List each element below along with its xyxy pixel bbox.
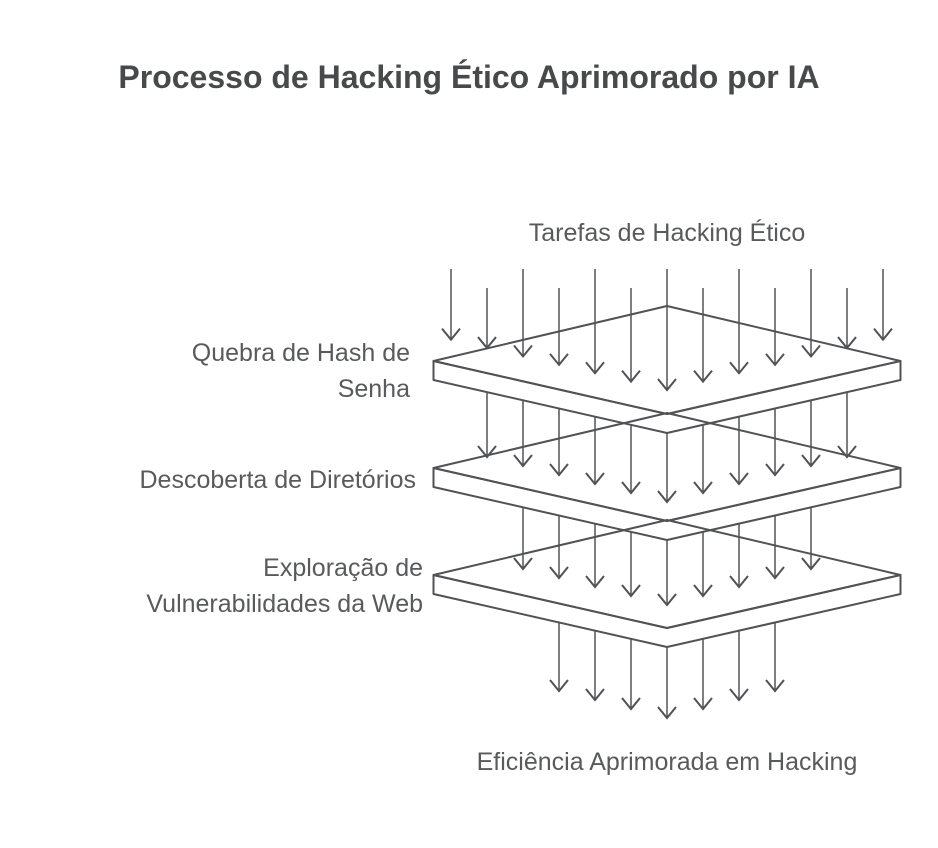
down-arrow-icon: [513, 400, 533, 468]
down-arrow-icon: [549, 515, 569, 580]
layer-3-label: Exploração de Vulnerabilidades da Web: [146, 550, 423, 622]
down-arrow-icon: [621, 424, 641, 495]
down-arrow-icon: [765, 408, 785, 477]
down-arrow-icon: [441, 269, 461, 342]
output-label: Eficiência Aprimorada em Hacking: [476, 748, 858, 776]
down-arrow-icon: [513, 269, 533, 359]
down-arrow-icon: [585, 630, 605, 702]
arrow-set-after-layer-2: [513, 507, 821, 607]
layer-3-label-line-2: Vulnerabilidades da Web: [146, 590, 423, 618]
down-arrow-icon: [765, 622, 785, 693]
down-arrow-icon: [729, 269, 749, 375]
down-arrow-icon: [657, 540, 677, 607]
down-arrow-icon: [657, 647, 677, 720]
down-arrow-icon: [621, 531, 641, 598]
down-arrow-icon: [549, 622, 569, 693]
down-arrow-icon: [801, 400, 821, 468]
down-arrow-icon: [837, 392, 857, 459]
down-arrow-icon: [585, 269, 605, 375]
down-arrow-icon: [765, 288, 785, 367]
down-arrow-icon: [549, 288, 569, 367]
down-arrow-icon: [621, 638, 641, 711]
down-arrow-icon: [477, 392, 497, 459]
down-arrow-icon: [477, 288, 497, 350]
down-arrow-icon: [801, 507, 821, 571]
down-arrow-icon: [765, 515, 785, 580]
down-arrow-icon: [693, 424, 713, 495]
down-arrow-icon: [729, 416, 749, 486]
down-arrow-icon: [837, 288, 857, 350]
down-arrow-icon: [729, 630, 749, 702]
layer-2-label: Descoberta de Diretórios: [139, 462, 416, 498]
down-arrow-icon: [657, 269, 677, 392]
input-label: Tarefas de Hacking Ético: [528, 219, 806, 247]
layer-1-label: Quebra de Hash de Senha: [192, 335, 410, 407]
down-arrow-icon: [585, 523, 605, 589]
plate-layer-3-top: [432, 519, 902, 629]
down-arrow-icon: [801, 269, 821, 359]
page-title: Processo de Hacking Ético Aprimorado por…: [118, 59, 820, 95]
down-arrow-icon: [729, 523, 749, 589]
layer-1-label-line-1: Quebra de Hash de: [191, 339, 410, 367]
plate-layer-3: [432, 519, 902, 648]
down-arrow-icon: [549, 408, 569, 477]
down-arrow-icon: [585, 416, 605, 486]
down-arrow-icon: [657, 433, 677, 504]
down-arrow-icon: [621, 288, 641, 384]
arrow-set-after-layer-1: [477, 392, 857, 504]
down-arrow-icon: [873, 269, 893, 342]
layer-3-label-line-1: Exploração de: [263, 554, 423, 582]
layer-2-label-line-1: Descoberta de Diretórios: [139, 466, 416, 494]
down-arrow-icon: [693, 288, 713, 384]
down-arrow-icon: [693, 531, 713, 598]
down-arrow-icon: [513, 507, 533, 571]
layer-1-label-line-2: Senha: [337, 375, 410, 403]
arrow-set-output: [549, 622, 785, 720]
down-arrow-icon: [693, 638, 713, 711]
arrow-set-input: [441, 269, 893, 392]
